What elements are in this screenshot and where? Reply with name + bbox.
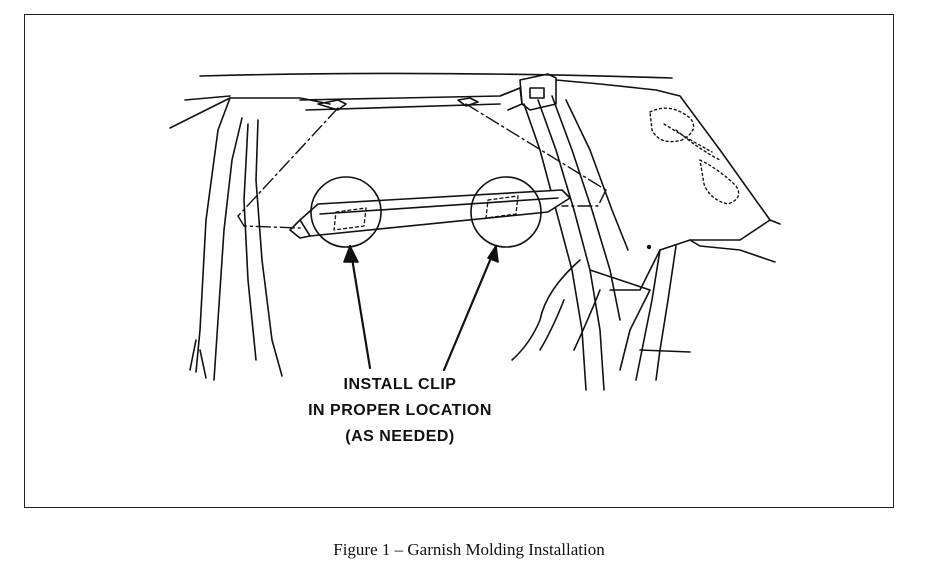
callout-line-1: INSTALL CLIP <box>343 376 457 393</box>
leader-arrow-right <box>442 244 498 372</box>
assembly-line-left-top <box>237 107 339 217</box>
callout-line-2: IN PROPER LOCATION <box>308 402 492 419</box>
roof-rail <box>299 87 521 101</box>
callout-line-3: (AS NEEDED) <box>345 428 455 445</box>
clip-outline-right <box>485 195 519 219</box>
clip-detail-circle-left <box>310 176 382 248</box>
clip-outline-left <box>333 207 367 231</box>
callout-label: INSTALL CLIP IN PROPER LOCATION (AS NEED… <box>270 372 530 450</box>
leader-arrow-left <box>348 244 372 370</box>
assembly-line-right-top <box>465 103 607 191</box>
quarter-panel <box>555 79 771 291</box>
right-pillar <box>523 103 587 391</box>
pillar-bracket <box>519 73 557 111</box>
clip-detail-circle-right <box>470 176 542 248</box>
roof-line <box>199 72 673 79</box>
left-header <box>169 97 331 129</box>
figure-frame <box>24 14 894 508</box>
figure-caption: Figure 1 – Garnish Molding Installation <box>333 540 605 559</box>
left-pillar <box>195 97 231 373</box>
